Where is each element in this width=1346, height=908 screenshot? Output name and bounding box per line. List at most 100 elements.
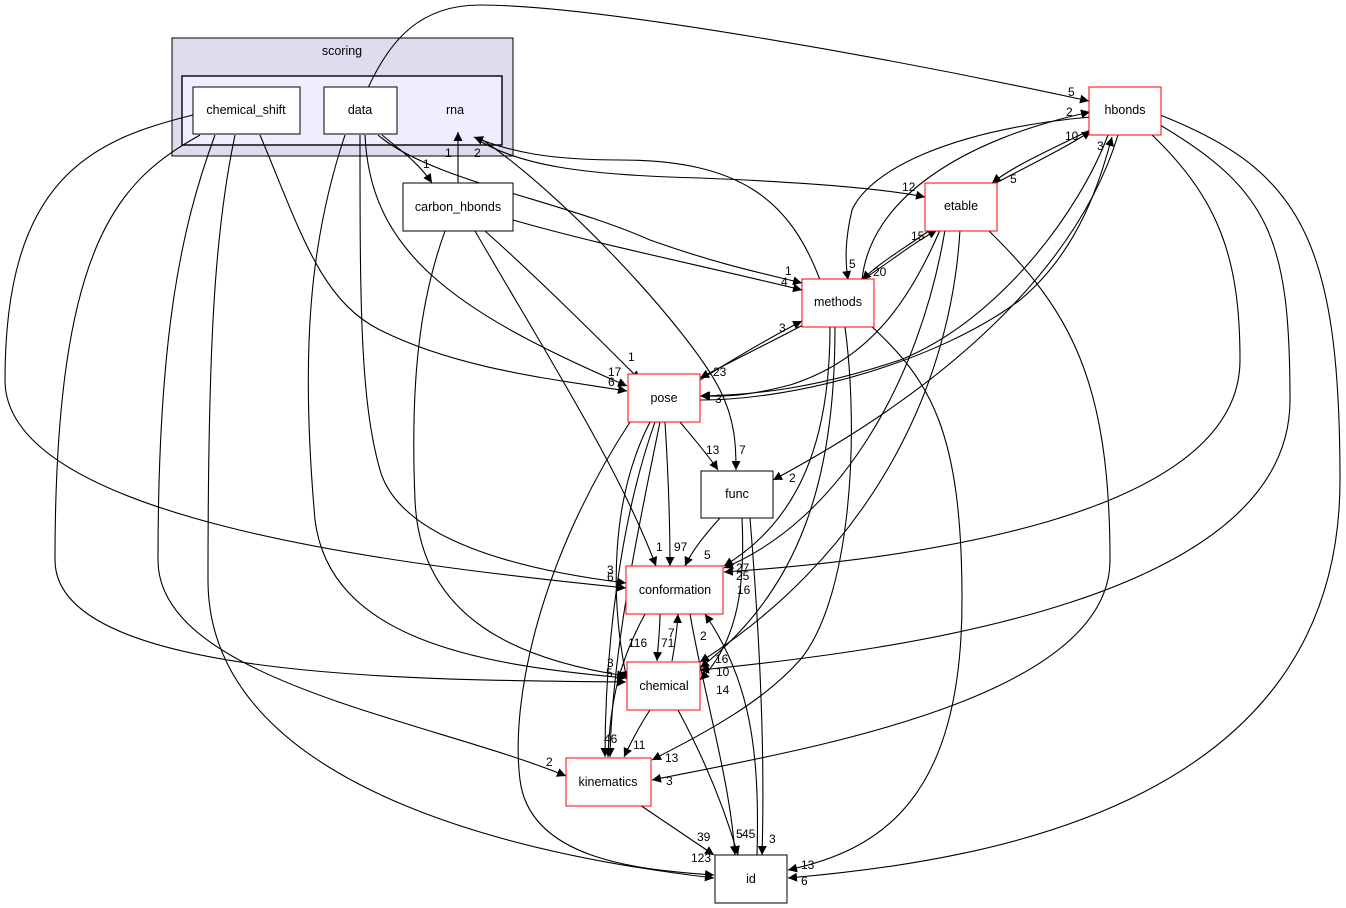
edge-hbonds-id (787, 114, 1341, 882)
edge-hbonds-func (772, 134, 1119, 481)
edge-label: 10 (1065, 129, 1079, 143)
edge-label: 25 (736, 569, 750, 583)
edge-conformation-kinematics (603, 613, 646, 758)
edge-data-methods (377, 134, 803, 286)
edge-label: 12 (902, 180, 916, 194)
edge-label: 2 (700, 629, 707, 643)
edge-label: 5 (1068, 85, 1075, 99)
edge-label: 1 (656, 540, 663, 554)
edge-pose-conformation (664, 421, 675, 567)
edge-label: 7 (739, 443, 746, 457)
node-label: etable (944, 199, 978, 213)
edge-label: 27 (736, 561, 750, 575)
edge-methods-chemical (699, 326, 836, 669)
edge-conformation-chemical (653, 613, 663, 662)
node-label: chemical (639, 679, 688, 693)
edge-data-pose (364, 134, 628, 387)
edge-chemical_shift-conformation (4, 114, 627, 592)
edge-hbonds-methods (842, 116, 1091, 281)
edge-methods-conformation (723, 326, 831, 567)
edge-hbonds-etable (991, 129, 1091, 184)
edge-label: 20 (873, 265, 887, 279)
edge-label: 116 (628, 636, 647, 650)
edge-pose-kinematics (600, 421, 656, 758)
edge-label: 5 (606, 666, 613, 680)
edge-label: 3 (715, 392, 722, 406)
node-label: carbon_hbonds (415, 200, 501, 214)
edge-label: 6 (607, 570, 614, 584)
edge-pose-chemical (615, 421, 651, 681)
edge-label: 10 (716, 665, 730, 679)
edge-label: 5 (849, 257, 856, 271)
node-id[interactable]: id (714, 854, 788, 904)
edge-label: 3 (1097, 139, 1104, 153)
edge-label: 2 (1066, 105, 1073, 119)
edge-data-carbon_hbonds (381, 134, 433, 184)
edge-etable-hbonds (995, 130, 1092, 184)
edge-label: 2 (474, 146, 481, 160)
edge-hbonds-conformation (723, 134, 1241, 576)
node-chemical[interactable]: chemical (626, 661, 701, 711)
edge-label: 123 (691, 851, 711, 865)
edge-label: 14 (716, 683, 730, 697)
edge-func-conformation (684, 517, 721, 567)
node-func[interactable]: func (700, 470, 774, 519)
node-label: kinematics (578, 775, 637, 789)
edge-etable-pose (700, 229, 941, 401)
edge-label: 5 (704, 548, 711, 562)
edge-label: 1 (628, 350, 635, 364)
edge-methods-pose (699, 324, 804, 379)
node-label: pose (650, 391, 677, 405)
edge-func-id (749, 517, 767, 856)
edge-etable-methods (861, 229, 931, 281)
edge-label: 13 (706, 443, 720, 457)
edge-labels: 5 2 10 3 12 5 15 20 1 4 5 3 1 17 6 23 3 … (423, 85, 1104, 888)
edge-rna-func (477, 136, 741, 471)
edge-hbonds-chemical (699, 124, 1291, 674)
edge-label: 45 (742, 827, 756, 841)
edge-label: 1 (445, 146, 452, 160)
edge-id-conformation (704, 613, 759, 856)
node-kinematics[interactable]: kinematics (565, 757, 652, 807)
node-hbonds[interactable]: hbonds (1088, 86, 1162, 136)
edge-data-hbonds (367, 4, 1090, 104)
edge-conformation-id (689, 613, 739, 856)
edge-label: 4 (781, 275, 788, 289)
edge-methods-kinematics (651, 326, 852, 761)
edge-rna-etable (477, 139, 926, 200)
node-etable[interactable]: etable (924, 182, 998, 232)
edge-label: 5 (736, 827, 743, 841)
node-data[interactable]: data (323, 86, 398, 135)
edge-label: 1 (423, 157, 430, 171)
edge-label: 3 (607, 563, 614, 577)
edge-label: 71 (661, 636, 675, 650)
edge-label: 39 (697, 830, 711, 844)
node-label: func (725, 487, 749, 501)
edge-carbon_hbonds-conformation (474, 230, 658, 567)
edge-methods-hbonds (861, 109, 1091, 281)
edge-chemical_shift-chemical (54, 134, 627, 687)
node-methods[interactable]: methods (801, 278, 875, 328)
edge-label: 13 (665, 751, 679, 765)
node-label: hbonds (1104, 103, 1145, 117)
node-carbon-hbonds[interactable]: carbon_hbonds (402, 182, 514, 232)
node-conformation[interactable]: conformation (625, 565, 724, 615)
edge-chemical-kinematics (623, 709, 651, 758)
edge-methods-rna (473, 136, 821, 281)
edge-label: 7 (668, 626, 675, 640)
edge-label: 17 (608, 365, 622, 379)
node-label: conformation (639, 583, 711, 597)
edge-label: 16 (737, 583, 751, 597)
edge-chemical-id (677, 709, 740, 856)
edge-label: 6 (801, 874, 808, 888)
node-label: data (348, 103, 372, 117)
edge-label: 3 (779, 321, 786, 335)
node-chemical-shift[interactable]: chemical_shift (192, 86, 301, 135)
edge-label: 2 (546, 755, 553, 769)
edge-pose-func (679, 421, 719, 471)
node-pose[interactable]: pose (627, 373, 701, 423)
edge-label: 23 (713, 365, 727, 379)
edge-label: 16 (715, 652, 729, 666)
edge-label: 46 (604, 732, 618, 746)
